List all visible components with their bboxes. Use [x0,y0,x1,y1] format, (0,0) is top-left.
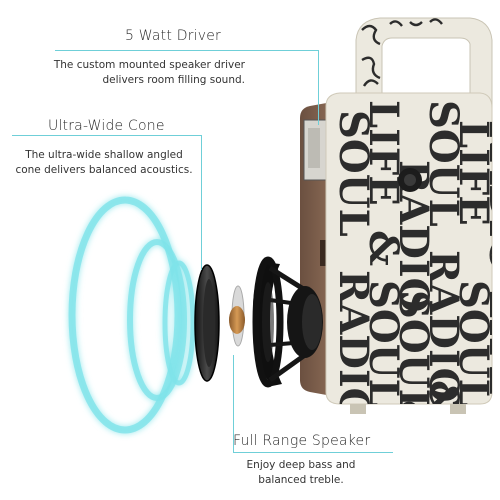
svg-text:SOUL: SOUL [360,280,407,407]
speaker-callout-line-1: Enjoy deep bass and [246,459,356,471]
speaker-callout-title: Full Range Speaker [233,433,371,449]
connector-cone-horizontal [12,135,202,136]
svg-text:SOUL: SOUL [450,280,497,407]
speaker-callout-line-2: balanced treble. [258,474,344,486]
speaker-driver [252,256,323,388]
svg-text:&: & [390,400,437,436]
cone-callout-title: Ultra-Wide Cone [48,118,165,134]
connector-driver-horizontal [55,50,319,51]
svg-text:SOUL: SOUL [390,290,437,417]
sound-wave-inner [162,260,196,386]
cone-callout-body: The ultra-wide shallow angled cone deliv… [10,148,198,178]
connector-speaker-vertical [233,355,234,453]
svg-text:LIFE: LIFE [480,290,500,396]
cone-callout-line-1: The ultra-wide shallow angled [25,149,183,161]
connector-cone-vertical [201,135,202,270]
svg-text:LIFE: LIFE [360,100,407,206]
cone-callout-line-2: cone delivers balanced acoustics. [15,164,193,176]
radio-body: RADIO SOUL LIFE LIFE SOUL SOUL RADIO SOU… [325,92,500,436]
dust-cap [229,285,245,347]
svg-text:LIFE: LIFE [450,120,497,226]
sound-wave-middle [127,239,187,401]
driver-callout-line-1: The custom mounted speaker driver [53,59,245,71]
connector-speaker-horizontal [233,452,393,453]
svg-text:&: & [360,230,407,266]
svg-text:SOUL: SOUL [420,100,467,227]
driver-callout-line-2: delivers room filling sound. [102,74,246,86]
svg-text:RADIO: RADIO [330,270,377,423]
driver-callout-body: The custom mounted speaker driver delive… [40,58,245,88]
svg-text:RADIO: RADIO [480,120,500,273]
radio-pattern: RADIO SOUL LIFE LIFE SOUL SOUL RADIO SOU… [330,100,500,436]
svg-text:RADIO: RADIO [420,250,467,403]
connector-driver-vertical [318,50,319,125]
sound-waves [68,196,196,434]
ultra-wide-cone [194,264,220,382]
sound-wave-outer [68,196,182,434]
svg-text:&: & [420,380,467,416]
speaker-callout-body: Enjoy deep bass and balanced treble. [236,458,366,488]
driver-callout-title: 5 Watt Driver [125,28,221,44]
svg-text:SOUL: SOUL [330,110,377,237]
